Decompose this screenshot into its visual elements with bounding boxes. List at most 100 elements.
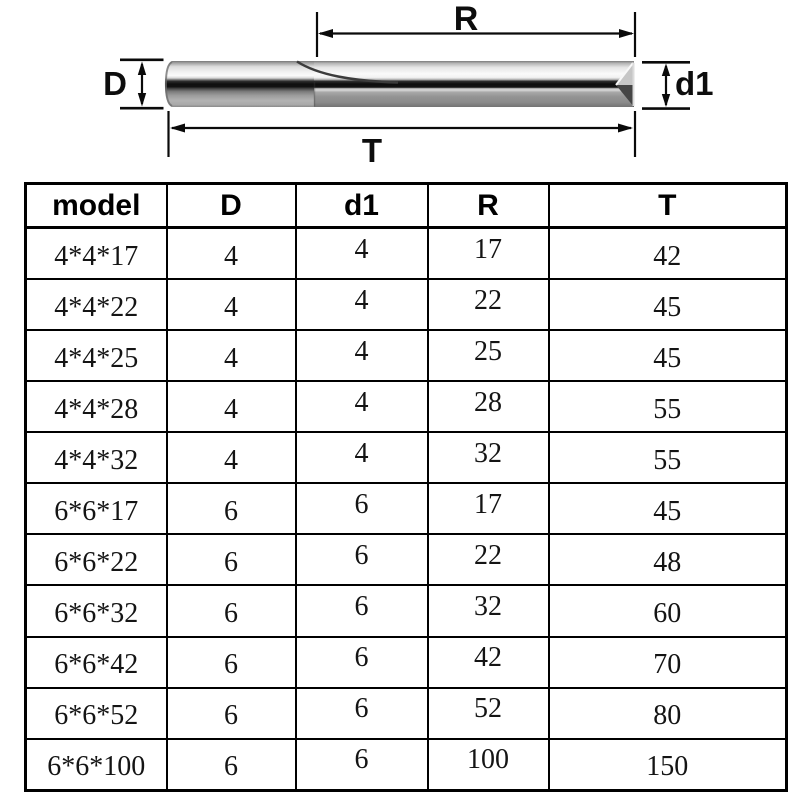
cell-value: 6 (224, 597, 238, 629)
cell-value: 6 (354, 642, 369, 674)
cell-d: 6 (165, 686, 297, 740)
cell-d: 6 (165, 737, 297, 792)
cell-value: 32 (474, 437, 502, 469)
cell-model: 6*6*52 (24, 686, 168, 740)
cell-value: 42 (653, 240, 682, 272)
cell-value: 17 (474, 233, 502, 265)
cell-value: 4 (354, 233, 369, 265)
cell-value: 4 (224, 240, 238, 272)
table-row: 4*4*28 4 4 28 55 (24, 380, 788, 434)
cell-value: 4*4*28 (54, 393, 139, 425)
cell-value: 32 (474, 590, 502, 622)
cell-r: 52 (426, 686, 550, 740)
cell-model: 6*6*17 (24, 482, 168, 536)
cell-value: 45 (653, 342, 682, 374)
cell-d1: 6 (294, 482, 429, 536)
cell-model: 6*6*32 (24, 584, 168, 638)
cell-d: 6 (165, 635, 297, 689)
table-row: 6*6*32 6 6 32 60 (24, 584, 788, 638)
cell-value: 150 (646, 751, 689, 783)
cell-model: 6*6*22 (24, 533, 168, 587)
cell-d: 6 (165, 482, 297, 536)
dimension-R: R (315, 0, 637, 57)
cell-t: 80 (547, 686, 788, 740)
cell-value: 45 (653, 495, 682, 527)
cell-value: 4 (354, 284, 369, 316)
table-row: 4*4*32 4 4 32 55 (24, 431, 788, 485)
cell-value: 28 (474, 386, 502, 418)
tip-facet-highlight (615, 62, 634, 86)
cell-value: 80 (653, 700, 682, 732)
dimension-d1: d1 (642, 60, 714, 110)
tool-body (164, 60, 635, 107)
table-row: 6*6*52 6 6 52 80 (24, 686, 788, 740)
cell-value: 25 (474, 335, 502, 367)
cell-value: 4 (354, 437, 369, 469)
d1-arrowhead-top (661, 63, 671, 76)
cell-value: 70 (653, 649, 682, 681)
header-d1: d1 (294, 182, 429, 229)
d1-label: d1 (675, 65, 714, 102)
table-row: 6*6*100 6 6 100 150 (24, 737, 788, 792)
cell-r: 32 (426, 584, 550, 638)
cell-value: 45 (653, 291, 682, 323)
cell-value: 6 (354, 488, 369, 520)
cell-value: 6 (354, 539, 369, 571)
cell-value: 4*4*25 (54, 342, 139, 374)
cell-t: 45 (547, 482, 788, 536)
cell-t: 150 (547, 737, 788, 792)
cell-value: 60 (653, 597, 682, 629)
cell-d1: 6 (294, 533, 429, 587)
tip-lower-facet (616, 85, 634, 107)
tool-shank (165, 61, 316, 107)
cell-value: 6 (224, 751, 238, 783)
cell-value: 55 (653, 444, 682, 476)
d-label: D (103, 65, 127, 102)
cell-value: 6 (354, 590, 369, 622)
cell-d: 4 (165, 329, 297, 383)
tool-flute (314, 61, 634, 107)
header-r: R (426, 182, 550, 229)
cell-value: 55 (653, 393, 682, 425)
cell-r: 22 (426, 278, 550, 332)
cell-value: 6*6*17 (54, 495, 139, 527)
cell-value: 100 (467, 744, 509, 776)
r-arrowhead-right (619, 29, 634, 38)
cell-value: 4 (354, 335, 369, 367)
cell-value: 4 (354, 386, 369, 418)
cell-model: 6*6*100 (24, 737, 168, 792)
cell-d1: 6 (294, 686, 429, 740)
cell-d: 6 (165, 533, 297, 587)
table-row: 6*6*17 6 6 17 45 (24, 482, 788, 536)
tool-dimension-diagram: R D d1 T (103, 0, 714, 169)
cell-r: 32 (426, 431, 550, 485)
cell-d: 4 (165, 226, 297, 281)
cell-value: 4*4*17 (54, 240, 139, 272)
r-label: R (454, 0, 479, 38)
cell-model: 4*4*25 (24, 329, 168, 383)
cell-value: 6*6*100 (47, 751, 146, 783)
cell-value: 6 (354, 693, 369, 725)
cell-t: 55 (547, 431, 788, 485)
cell-d1: 4 (294, 380, 429, 434)
cell-d: 6 (165, 584, 297, 638)
table-row: 6*6*42 6 6 42 70 (24, 635, 788, 689)
dimension-T: T (167, 111, 637, 169)
t-arrowhead-right (618, 123, 633, 133)
d-arrowhead-bottom (137, 93, 147, 107)
cell-r: 42 (426, 635, 550, 689)
cell-value: 52 (474, 693, 502, 725)
cell-d1: 4 (294, 226, 429, 281)
cell-value: 6*6*22 (54, 546, 139, 578)
table-row: 4*4*22 4 4 22 45 (24, 278, 788, 332)
table-row: 4*4*17 4 4 17 42 (24, 226, 788, 281)
dimension-D: D (103, 58, 164, 110)
cell-value: 6*6*42 (54, 649, 139, 681)
table-header-row: model D d1 R T (24, 182, 788, 229)
cell-r: 17 (426, 482, 550, 536)
cell-t: 42 (547, 226, 788, 281)
cell-r: 100 (426, 737, 550, 792)
cell-t: 55 (547, 380, 788, 434)
cell-value: 6 (224, 546, 238, 578)
